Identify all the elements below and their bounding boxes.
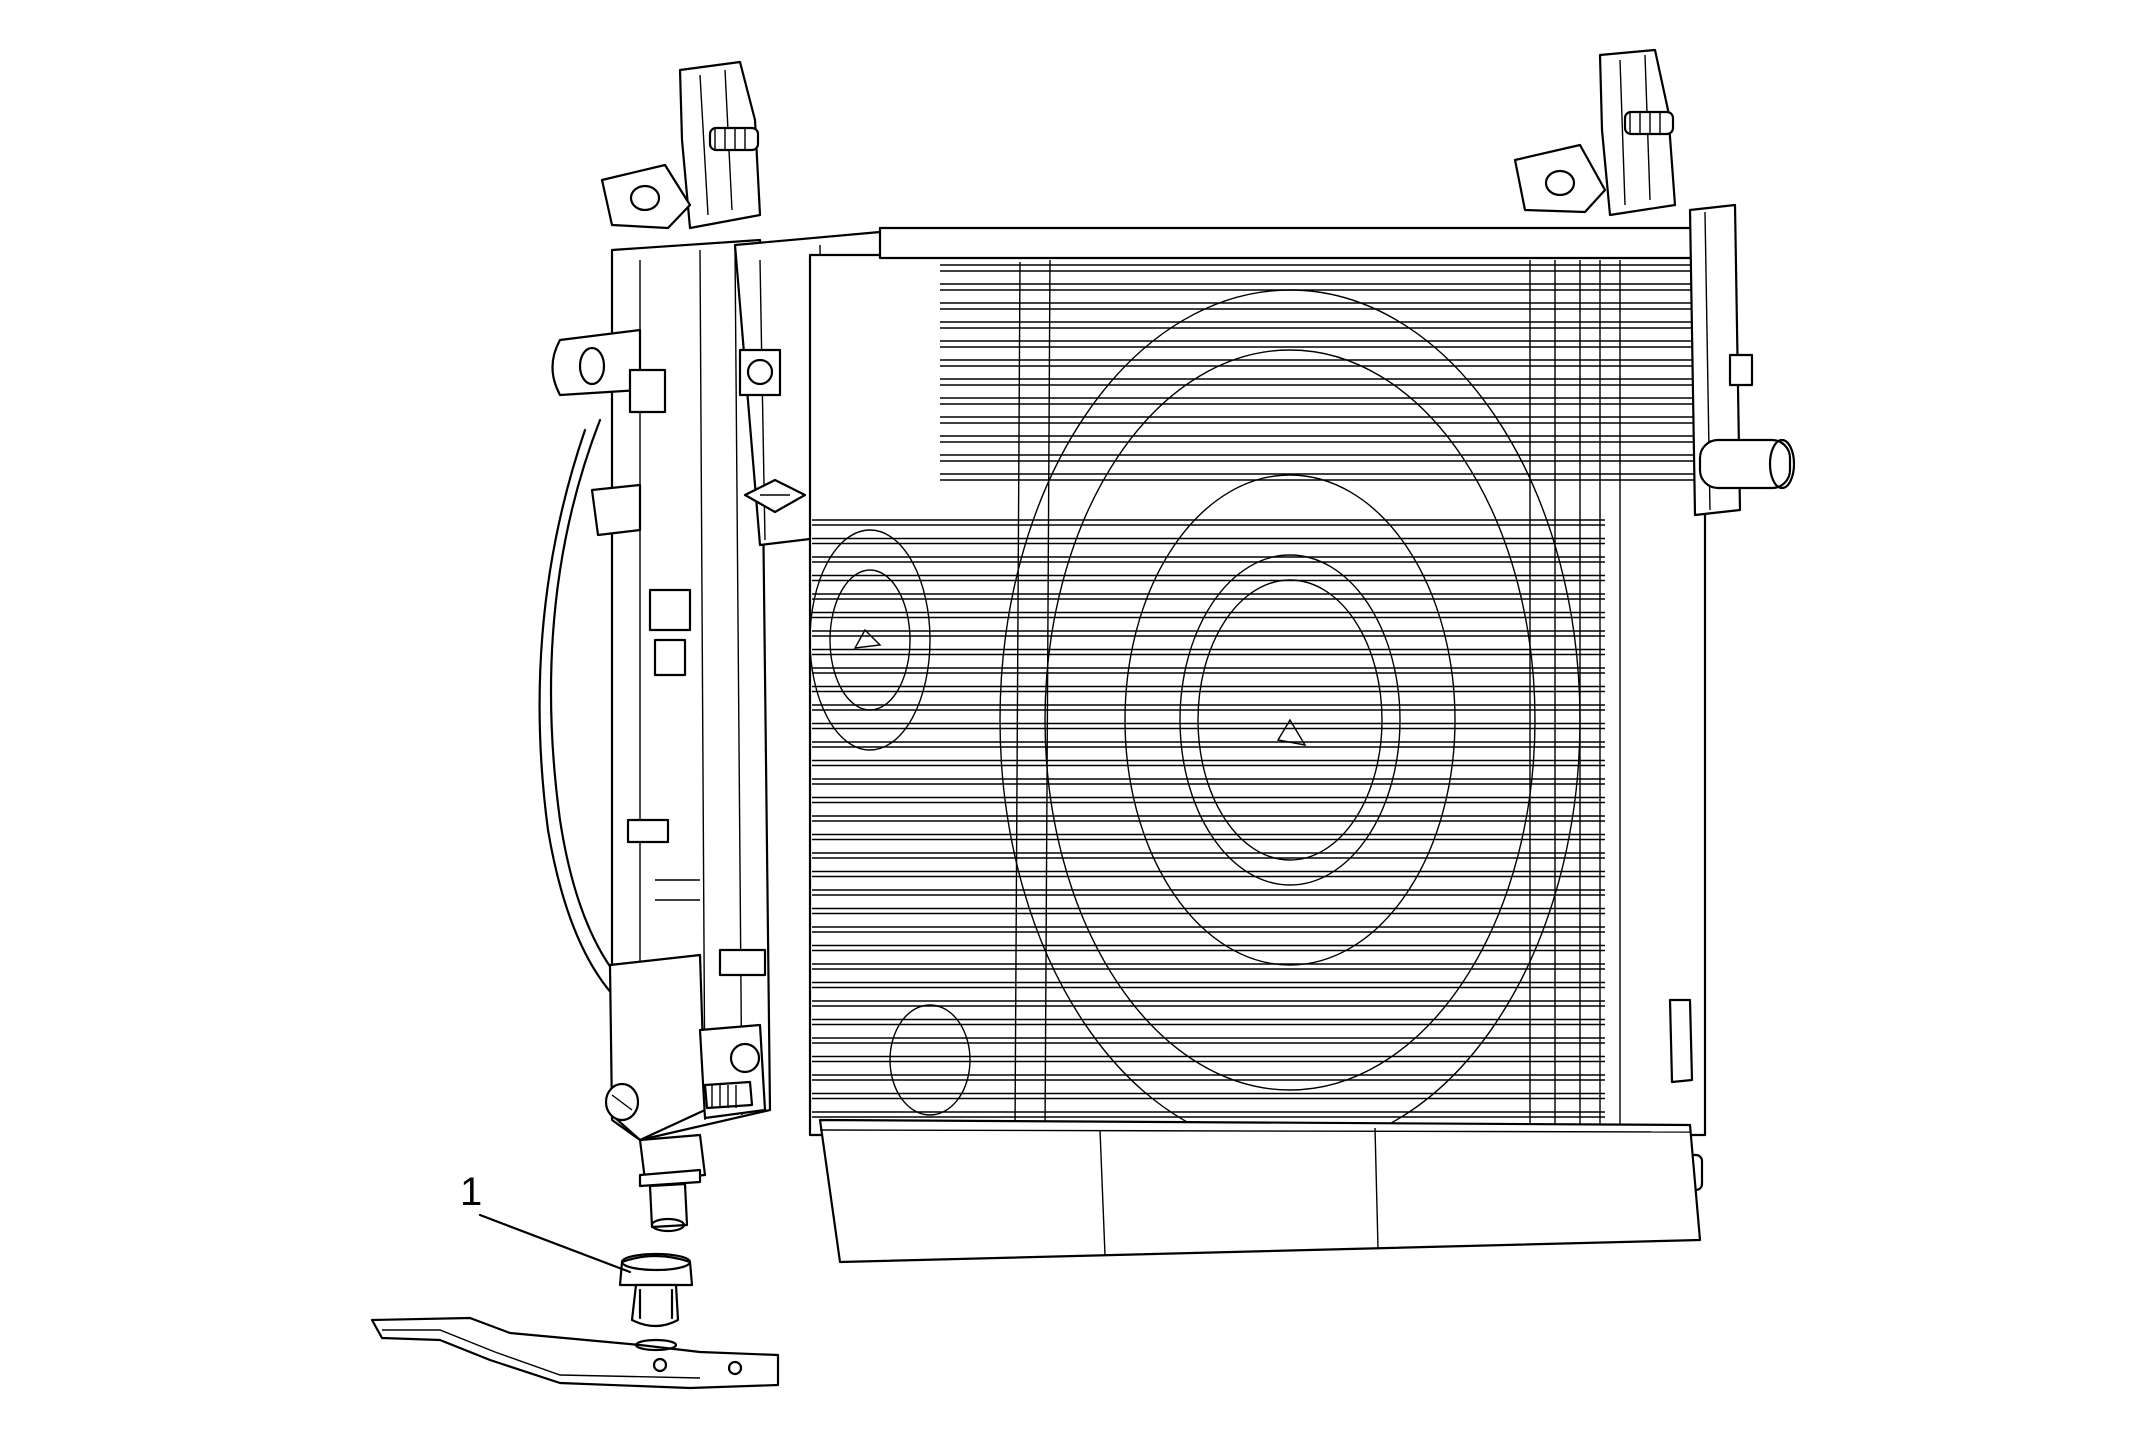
air-deflector	[818, 1118, 1702, 1264]
callout-1: 1	[460, 1170, 632, 1274]
lower-left-mount	[604, 953, 767, 1233]
rubber-insulator	[618, 1252, 694, 1328]
upper-right-mount-bracket	[1513, 48, 1677, 217]
lower-mounting-bracket	[370, 1316, 780, 1390]
upper-left-mount-bracket	[600, 60, 762, 230]
condenser-tubes	[812, 264, 1700, 1118]
callout-leader-line	[478, 1213, 632, 1274]
callout-label-1: 1	[460, 1170, 482, 1214]
left-radiator-tank	[551, 238, 772, 1142]
right-side-tank	[1638, 203, 1796, 1192]
condenser-core	[808, 226, 1707, 1151]
